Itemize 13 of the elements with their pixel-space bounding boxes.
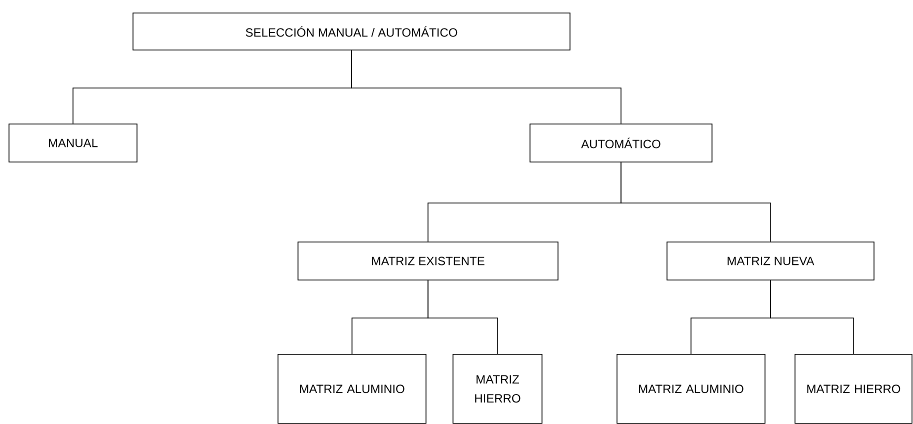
label-box: MATRIZ ALUMINIO [278,354,426,424]
label-box: MATRIZ HIERRO [794,354,912,424]
connector-line [620,162,771,242]
label-box: SELECCIÓN MANUAL / AUTOMÁTICO [132,12,570,50]
label-box: AUTOMÁTICO [530,124,712,162]
label-box: MATRIZ ALUMINIO [616,354,766,424]
label-box: MANUAL [8,124,138,162]
label-box: MATRIZ HIERRO [452,354,542,424]
connector-line [770,280,854,354]
label-box: MATRIZ NUEVA [666,242,874,280]
connector-line [428,280,498,354]
label-box: MATRIZ EXISTENTE [298,242,558,280]
connector-line [351,50,622,124]
